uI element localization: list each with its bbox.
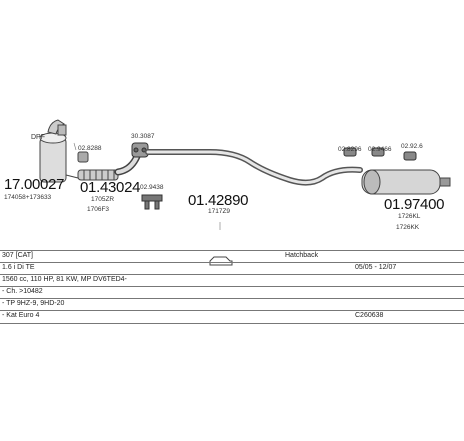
part-code-01-43024: 01.43024 [80, 179, 141, 196]
ref-02-92-6: 02.92.6 [401, 143, 423, 150]
table-row: - Ch. >10482 [0, 286, 464, 299]
table-row: - Kat Euro 4 C260638 [0, 310, 464, 324]
row-body: Hatchback [285, 252, 319, 259]
ref-02-9466: 02.9466 [368, 146, 392, 153]
table-row: 1.6 i Di TE 05/05 - 12/07 [0, 262, 464, 275]
rubber-02-8296 [343, 147, 357, 157]
row-specs: 1560 cc, 110 HP, 81 KW, MP DV6TED4- [2, 276, 127, 283]
table-row: 307 [CAT] Hatchback [0, 250, 464, 263]
ref-02-9438: 02.9438 [140, 184, 164, 191]
row-dates: 05/05 - 12/07 [355, 264, 397, 271]
ref-30-3087: 30.3087 [131, 133, 155, 140]
dpf-tag: DPF [31, 134, 45, 141]
clamp-30-3087 [131, 142, 149, 158]
part-code-01-42890: 01.42890 [188, 192, 249, 209]
part-sub2-01-97400: 1726KK [396, 224, 420, 231]
hanger-02-9438 [141, 194, 163, 210]
row-code: C260638 [355, 312, 384, 319]
rear-silencer [361, 169, 451, 195]
row-chassis: - Ch. >10482 [2, 288, 43, 295]
dpf-unit [39, 119, 79, 183]
clamp-02-8288 [77, 151, 89, 163]
part-sub1-01-43024: 1705ZR [91, 196, 115, 203]
row-emission: - Kat Euro 4 [2, 312, 40, 319]
part-sub-17-00027: 174058+173633 [4, 194, 52, 201]
rubber-02-9466 [371, 147, 385, 157]
rubber-02-92-6 [403, 151, 417, 161]
middle-pipe [145, 149, 363, 186]
ref-02-8288: 02.8288 [78, 145, 102, 152]
table-row: 1560 cc, 110 HP, 81 KW, MP DV6TED4- [0, 274, 464, 287]
row-model: 307 [CAT] [2, 252, 33, 259]
flex-pipe [77, 169, 119, 181]
ref-02-8296: 02.8296 [338, 146, 362, 153]
car-icon [209, 256, 233, 266]
part-code-01-97400: 01.97400 [384, 196, 445, 213]
row-type: - TP 9HZ-9, 9HD-20 [2, 300, 65, 307]
part-sub2-01-43024: 1706F3 [87, 206, 110, 213]
part-code-17-00027: 17.00027 [4, 176, 65, 193]
row-engine: 1.6 i Di TE [2, 264, 35, 271]
table-row: - TP 9HZ-9, 9HD-20 [0, 298, 464, 311]
part-sub-01-42890: 1717Z9 [208, 208, 231, 215]
part-sub1-01-97400: 1726KL [398, 213, 421, 220]
